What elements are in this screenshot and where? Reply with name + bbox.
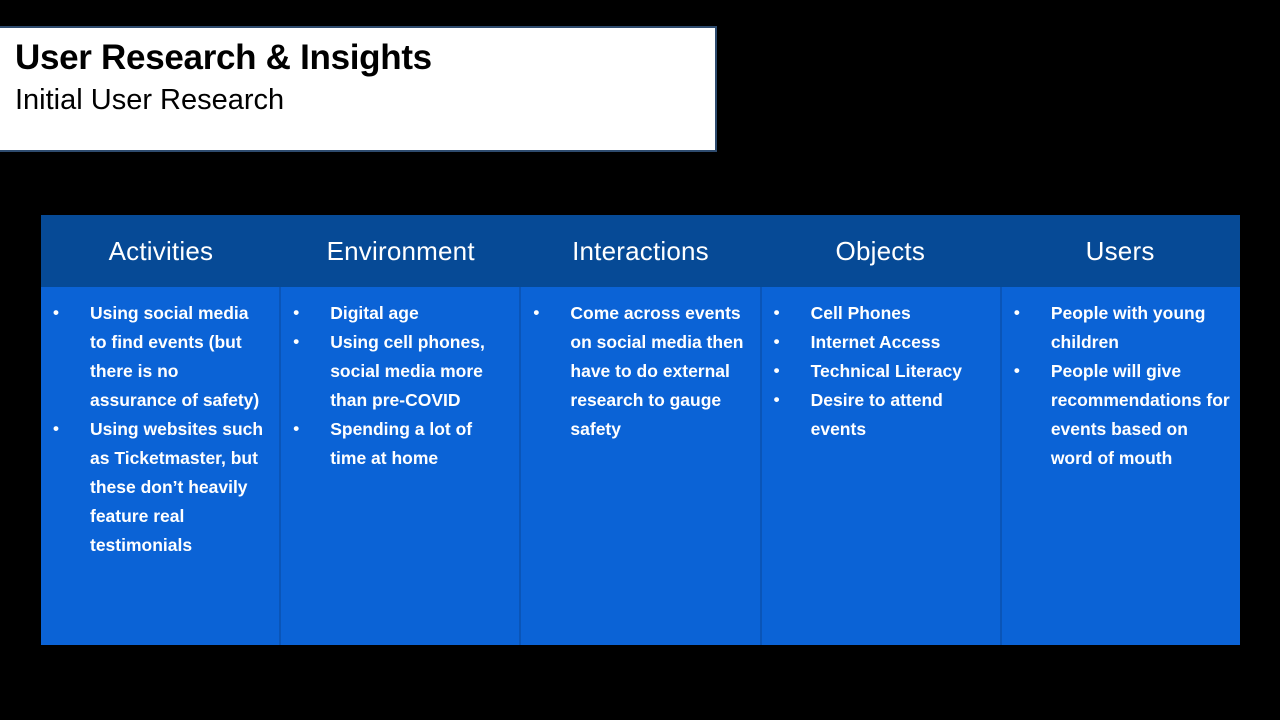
- table-cell-environment: Digital age Using cell phones, social me…: [281, 287, 522, 645]
- list-item: Come across events on social media then …: [531, 299, 749, 444]
- bullet-list-users: People with young children People will g…: [1012, 299, 1230, 473]
- bullet-list-interactions: Come across events on social media then …: [531, 299, 749, 444]
- column-header-environment: Environment: [326, 235, 475, 266]
- aeiou-matrix-table: Activities Environment Interactions Obje…: [41, 215, 1240, 645]
- title-band: User Research & Insights Initial User Re…: [0, 26, 717, 152]
- list-item: People will give recommendations for eve…: [1012, 357, 1230, 473]
- list-item: Using websites such as Ticketmaster, but…: [51, 415, 269, 560]
- list-item: Using social media to find events (but t…: [51, 299, 269, 415]
- list-item: Using cell phones, social media more tha…: [291, 328, 509, 415]
- table-header-row: Activities Environment Interactions Obje…: [41, 215, 1240, 287]
- page-subtitle: Initial User Research: [15, 83, 285, 116]
- page-title: User Research & Insights: [15, 38, 432, 77]
- list-item: People with young children: [1012, 299, 1230, 357]
- list-item: Cell Phones: [772, 299, 990, 328]
- table-body-row: Using social media to find events (but t…: [41, 287, 1240, 645]
- bullet-list-environment: Digital age Using cell phones, social me…: [291, 299, 509, 473]
- column-header-activities: Activities: [108, 235, 214, 266]
- column-header-interactions: Interactions: [572, 235, 709, 266]
- list-item: Spending a lot of time at home: [291, 415, 509, 473]
- list-item: Technical Literacy: [772, 357, 990, 386]
- bullet-list-activities: Using social media to find events (but t…: [51, 299, 269, 560]
- list-item: Internet Access: [772, 328, 990, 357]
- column-header-objects: Objects: [835, 235, 926, 266]
- table-cell-users: People with young children People will g…: [1002, 287, 1240, 645]
- list-item: Digital age: [291, 299, 509, 328]
- table-cell-interactions: Come across events on social media then …: [521, 287, 762, 645]
- table-cell-objects: Cell Phones Internet Access Technical Li…: [762, 287, 1002, 645]
- column-header-users: Users: [1085, 235, 1155, 266]
- bullet-list-objects: Cell Phones Internet Access Technical Li…: [772, 299, 990, 444]
- list-item: Desire to attend events: [772, 386, 990, 444]
- table-cell-activities: Using social media to find events (but t…: [41, 287, 282, 645]
